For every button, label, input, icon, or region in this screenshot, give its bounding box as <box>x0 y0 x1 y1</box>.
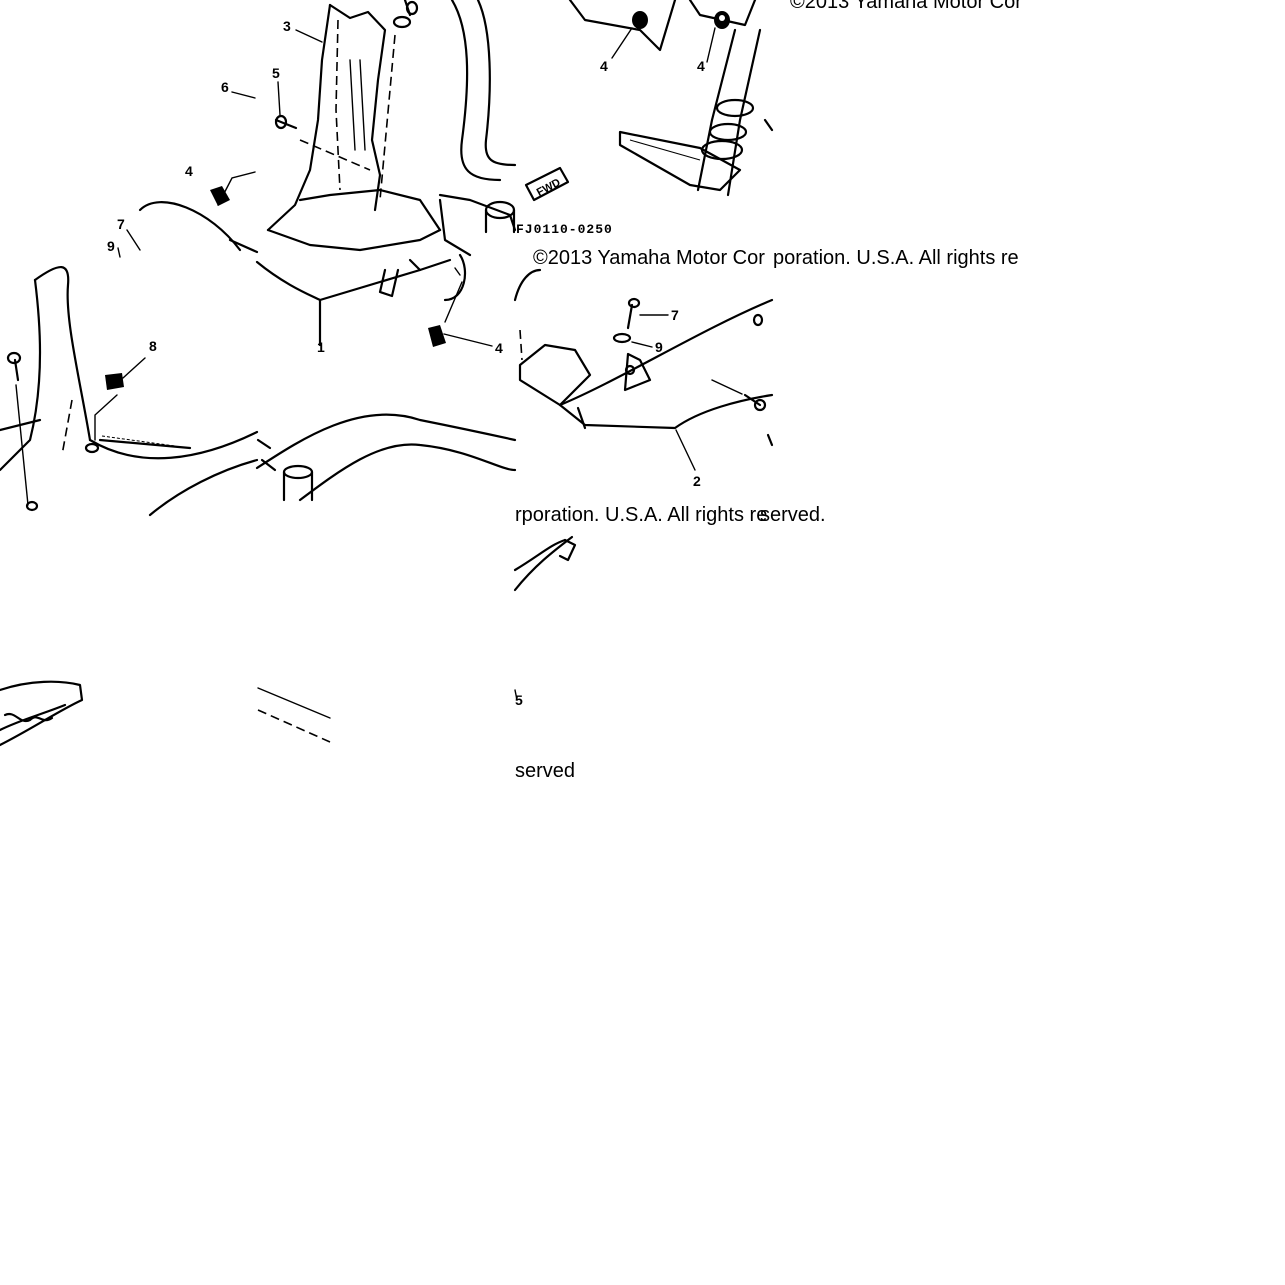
callout-7-right: 7 <box>671 307 679 323</box>
side-panel-right <box>518 297 774 471</box>
reference-code: FJ0110-0250 <box>516 222 613 237</box>
callout-8: 8 <box>149 338 157 354</box>
callout-4-left: 4 <box>185 163 193 179</box>
callout-5-top: 5 <box>272 65 280 81</box>
lower-cover-frame <box>255 253 542 502</box>
callout-6: 6 <box>221 79 229 95</box>
callout-2: 2 <box>693 473 701 489</box>
side-cover-assembly <box>117 0 570 258</box>
copyright-middle: ©2013 Yamaha Motor Cor <box>533 247 765 269</box>
callout-4-top-a: 4 <box>600 58 608 74</box>
steering-bracket <box>568 0 774 197</box>
front-fender <box>0 266 259 517</box>
callout-3: 3 <box>283 18 291 34</box>
copyright-middle-tail: poration. U.S.A. All rights re <box>773 247 1019 269</box>
callout-9-left: 9 <box>107 238 115 254</box>
copyright-bottom: served <box>515 760 575 782</box>
copyright-top-right: ©2013 Yamaha Motor Cor <box>790 0 1022 13</box>
grab-rail-fragments <box>0 535 577 747</box>
callout-7-left: 7 <box>117 216 125 232</box>
callout-4-top-b: 4 <box>697 58 705 74</box>
fwd-arrow-label: FWD <box>535 176 563 198</box>
callout-9-right: 9 <box>655 339 663 355</box>
callout-1: 1 <box>317 339 325 355</box>
callout-5-lower: 5 <box>515 692 523 708</box>
copyright-lower: rporation. U.S.A. All rights re <box>515 504 767 526</box>
callout-4-center: 4 <box>495 340 503 356</box>
copyright-lower-tail: served. <box>760 504 826 526</box>
